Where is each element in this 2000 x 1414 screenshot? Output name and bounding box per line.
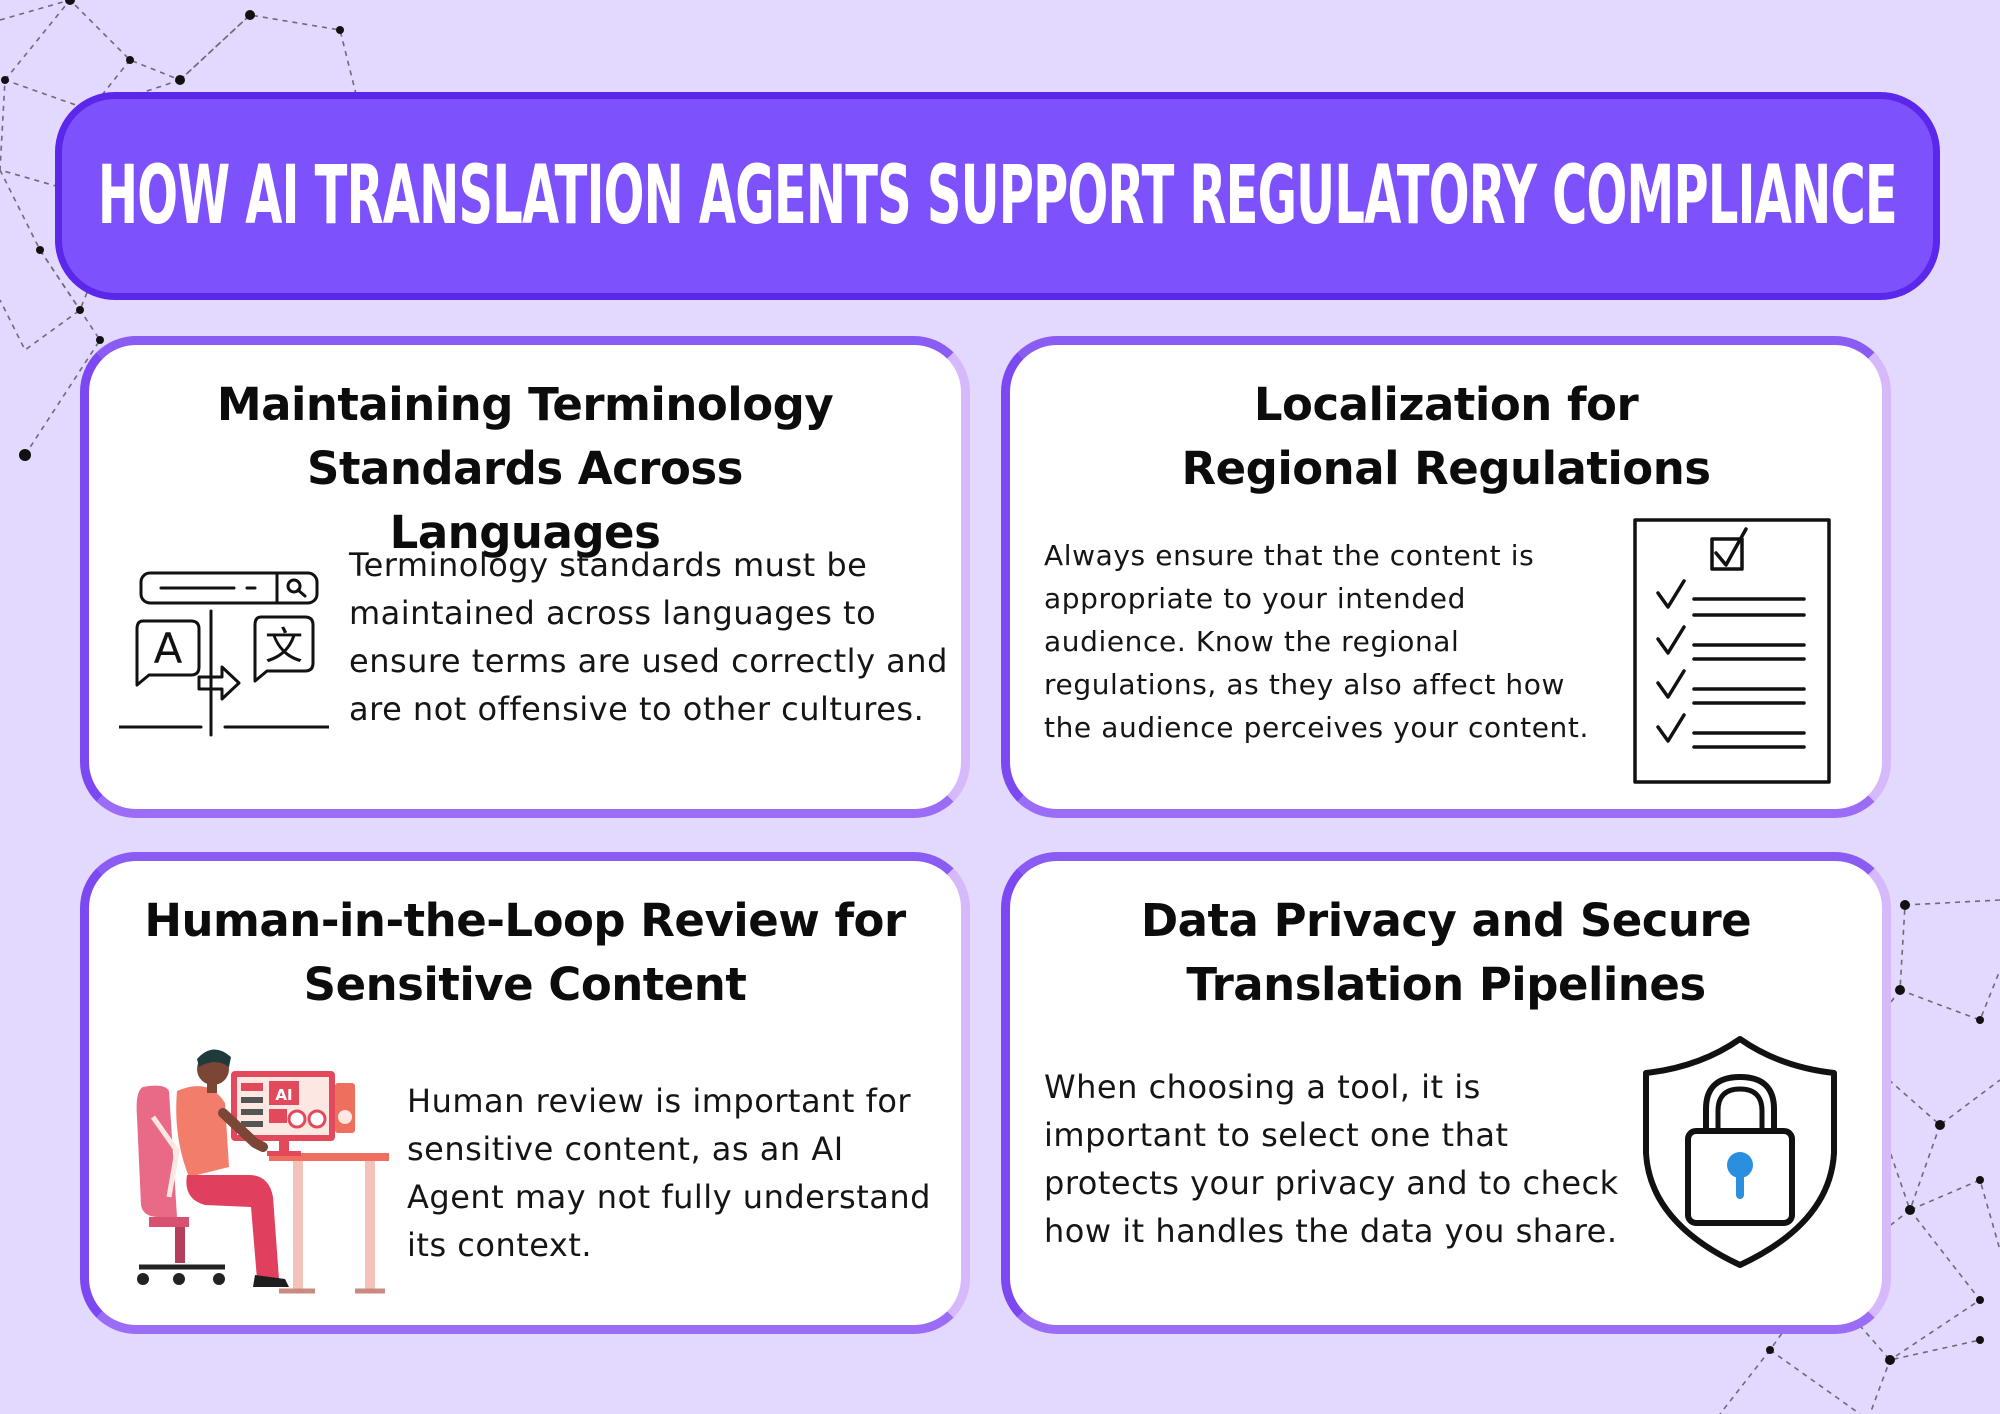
screen-ai-label: AI xyxy=(275,1086,292,1104)
title-banner: HOW AI TRANSLATION AGENTS SUPPORT REGULA… xyxy=(55,92,1940,300)
letter-a-glyph: A xyxy=(154,624,183,673)
card-localization: Localization for Regional Regulations Al… xyxy=(1001,336,1891,818)
person-at-computer-illustration: AI xyxy=(136,1049,389,1294)
card-heading: Maintaining Terminology Standards Across… xyxy=(216,378,834,559)
card-heading: Data Privacy and Secure Translation Pipe… xyxy=(1140,894,1752,1011)
card-heading: Human-in-the-Loop Review for Sensitive C… xyxy=(144,894,906,1011)
card-heading: Localization for Regional Regulations xyxy=(1181,378,1711,495)
translation-icon: A 文 xyxy=(119,571,329,737)
shield-lock-icon xyxy=(1643,1036,1837,1268)
card-terminology-standards: Maintaining Terminology Standards Across… xyxy=(80,336,970,818)
checklist-icon xyxy=(1633,518,1831,784)
card-data-privacy: Data Privacy and Secure Translation Pipe… xyxy=(1001,852,1891,1334)
card-body: Human review is important for sensitive … xyxy=(407,1082,931,1264)
card-body: Terminology standards must be maintained… xyxy=(349,546,948,728)
card-body: When choosing a tool, it is important to… xyxy=(1044,1068,1619,1250)
chinese-character-glyph: 文 xyxy=(265,624,303,668)
page-title: HOW AI TRANSLATION AGENTS SUPPORT REGULA… xyxy=(98,148,1898,244)
card-human-review: Human-in-the-Loop Review for Sensitive C… xyxy=(80,852,970,1334)
card-body: Always ensure that the content is approp… xyxy=(1044,539,1589,744)
